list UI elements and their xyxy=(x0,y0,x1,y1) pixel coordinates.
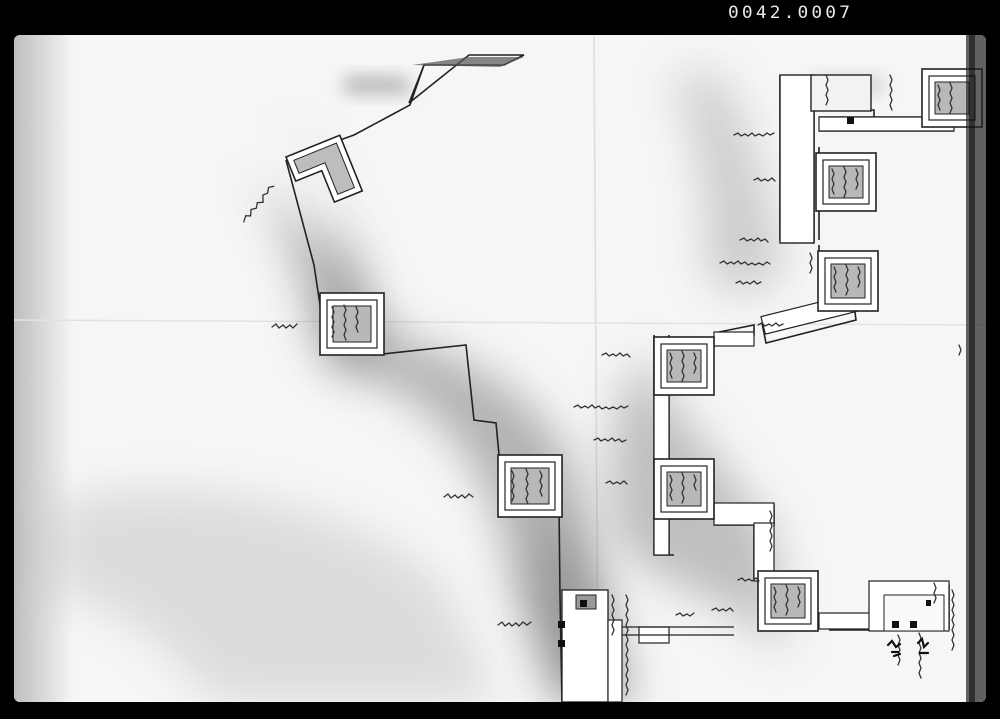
passage-wall xyxy=(713,502,775,526)
wall-shade xyxy=(412,57,524,67)
tower-l-shaped xyxy=(284,134,364,204)
tower xyxy=(319,292,385,356)
passage-wall xyxy=(713,331,755,347)
fold-line xyxy=(14,319,986,326)
east-enclosure xyxy=(779,74,815,244)
south-gate-complex xyxy=(561,589,734,702)
gatehouse xyxy=(810,74,872,112)
bold-annotation xyxy=(886,636,930,658)
handwritten-annotations xyxy=(243,74,962,696)
tower xyxy=(497,454,563,518)
castle-plan-map xyxy=(14,35,986,702)
film-frame-code: 0042.0007 xyxy=(727,3,853,23)
gate-markers xyxy=(558,117,931,647)
map-photograph xyxy=(14,35,986,702)
